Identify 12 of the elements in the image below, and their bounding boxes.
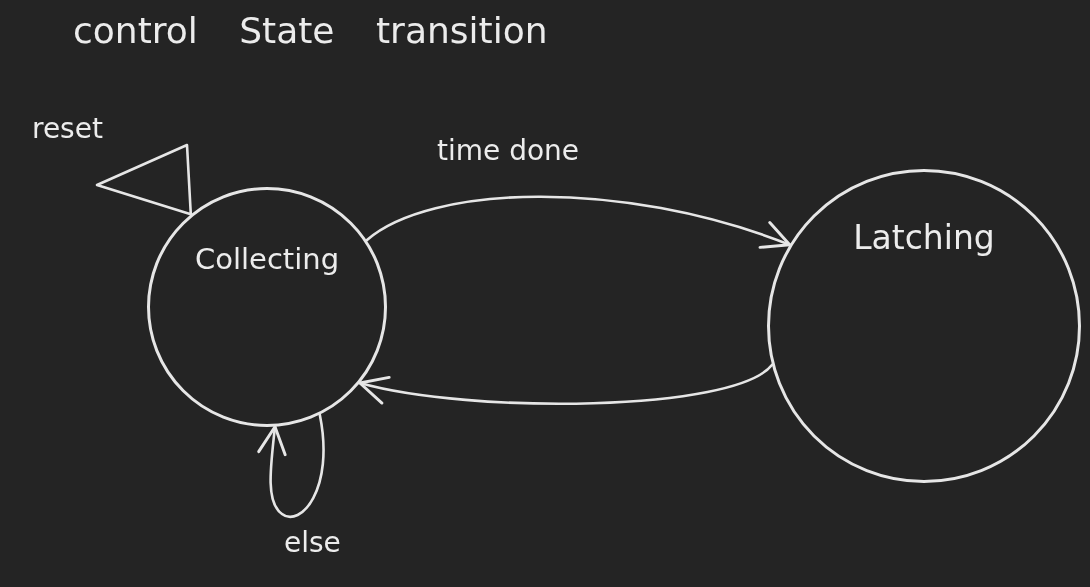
transition-arrow	[358, 363, 774, 405]
self-loop-arrow	[257, 413, 325, 519]
transition-arrow	[365, 195, 792, 250]
edge-label: reset	[32, 112, 103, 145]
edge-label: time done	[437, 134, 580, 167]
diagram-title: control State transition	[73, 10, 548, 51]
state-circle	[767, 169, 1081, 483]
state-name: Latching	[853, 218, 995, 257]
edge-label: else	[284, 526, 341, 559]
state-circle	[147, 187, 387, 427]
self-loop-arrow	[95, 143, 193, 216]
state-name: Collecting	[194, 242, 340, 276]
